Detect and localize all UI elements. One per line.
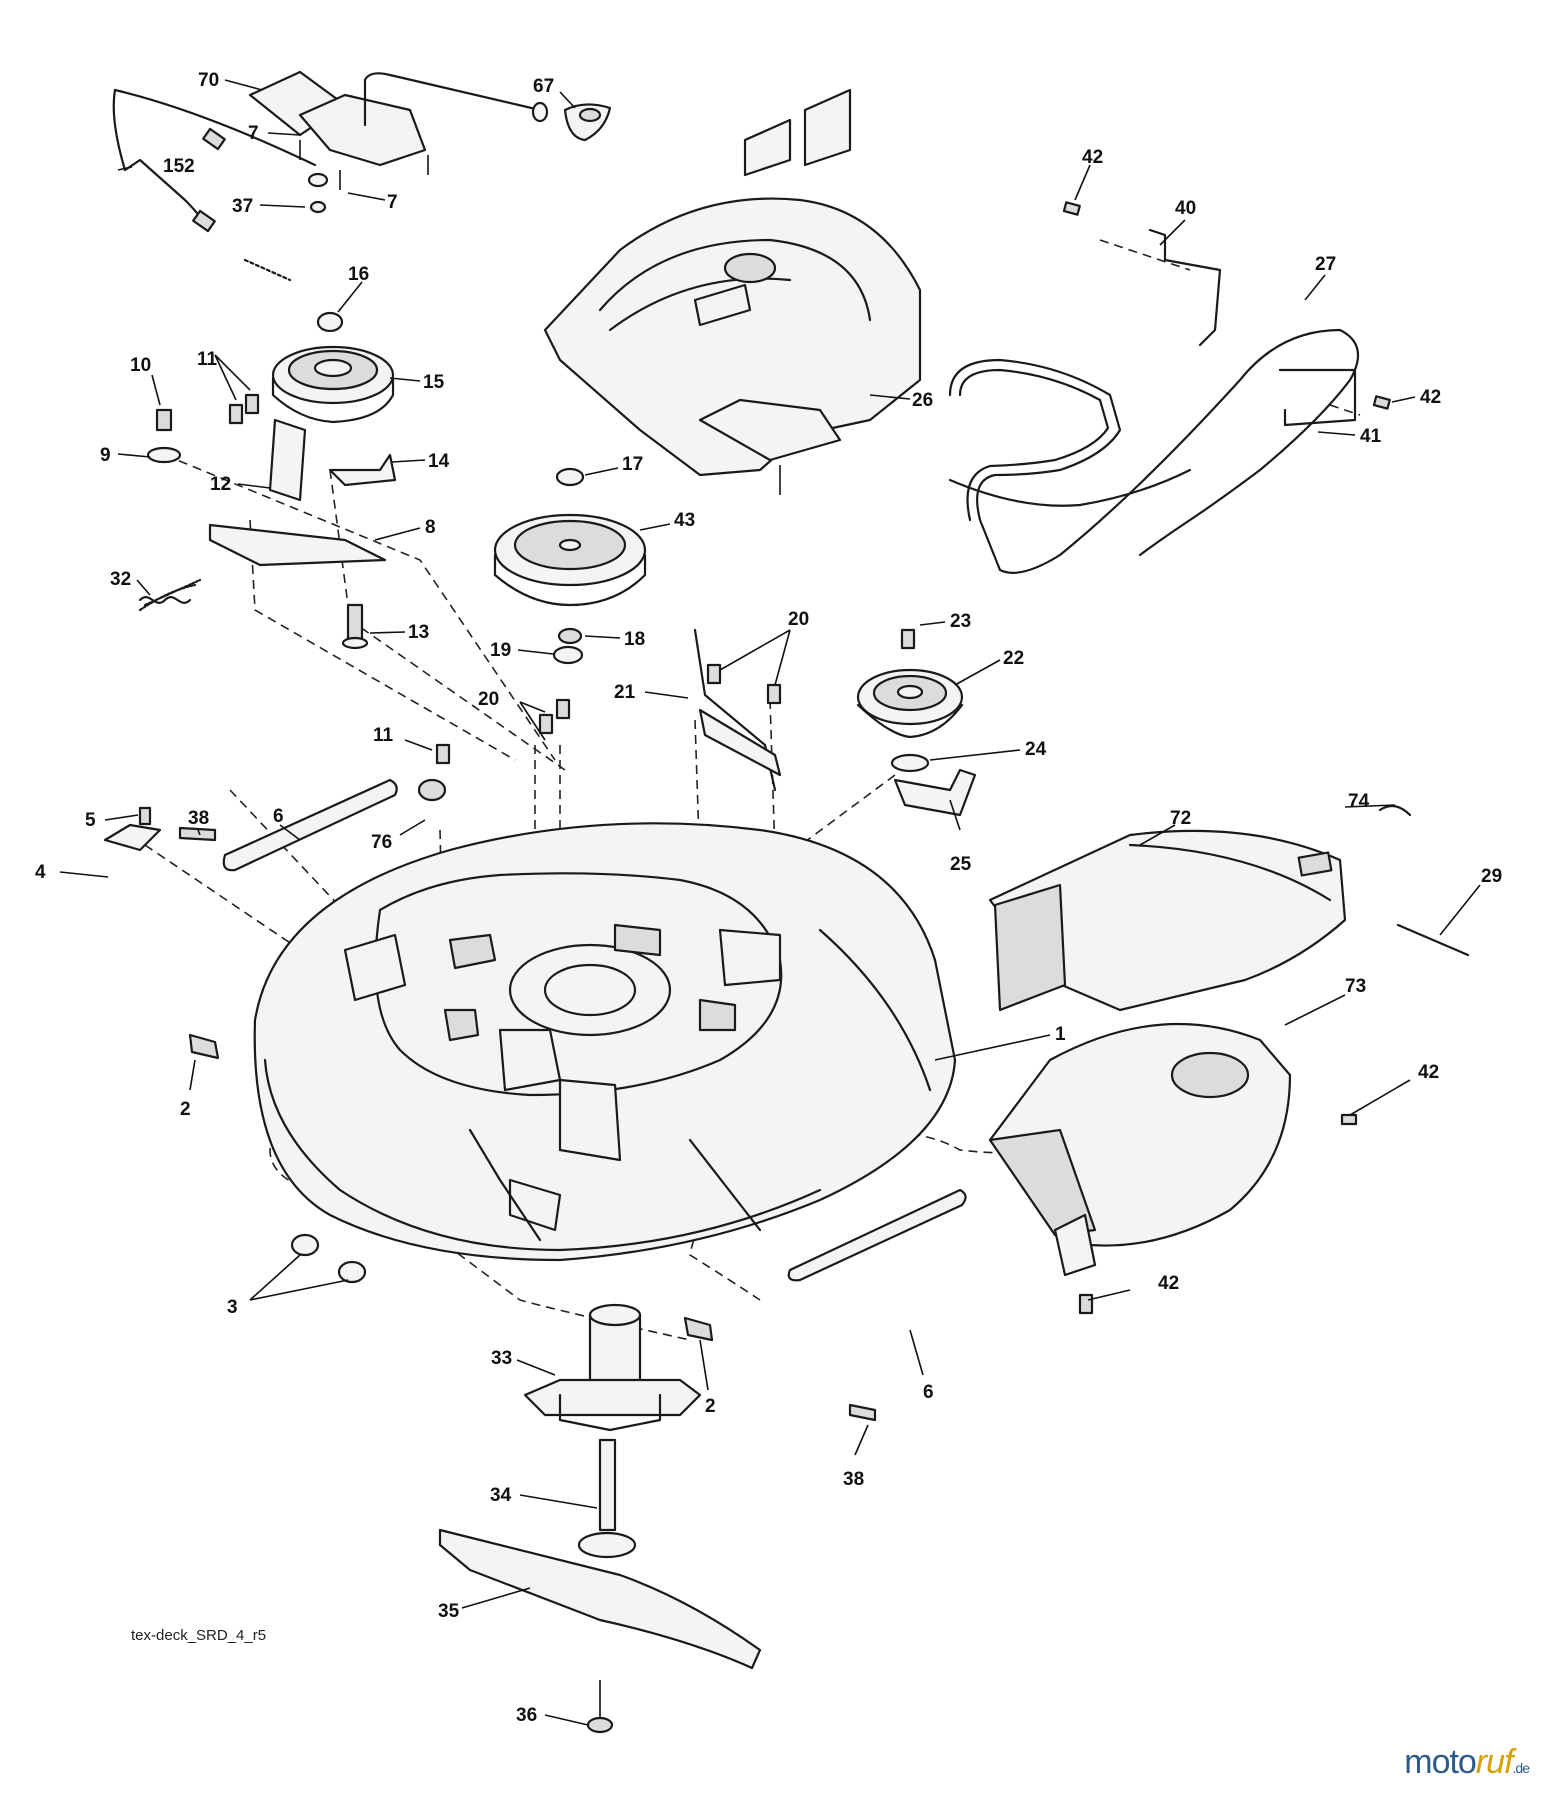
callout-11b: 11: [373, 725, 394, 746]
callout-42c: 42: [1418, 1062, 1439, 1083]
callout-24: 24: [1025, 739, 1047, 760]
callout-72: 72: [1170, 808, 1191, 829]
callout-17: 17: [622, 454, 643, 475]
callout-43: 43: [674, 510, 695, 531]
watermark-logo: motoruf.de: [1404, 1743, 1530, 1782]
callout-73: 73: [1345, 976, 1366, 997]
callout-20b: 20: [788, 609, 809, 630]
callout-14: 14: [428, 451, 450, 472]
watermark-suffix: .de: [1512, 1760, 1530, 1776]
discharge-chute-assembly: [988, 804, 1470, 1315]
idler-pulley-assembly: [138, 311, 397, 650]
callout-25: 25: [950, 854, 972, 875]
callout-38a: 38: [188, 808, 209, 829]
callout-10: 10: [130, 355, 151, 376]
callout-6a: 6: [273, 806, 284, 827]
drive-belt-and-guides: [948, 201, 1391, 1126]
callout-42d: 42: [1158, 1273, 1179, 1294]
callout-2a: 2: [180, 1099, 191, 1120]
callout-13: 13: [408, 622, 429, 643]
callout-20a: 20: [478, 689, 499, 710]
callout-40: 40: [1175, 198, 1196, 219]
callout-152: 152: [163, 156, 195, 177]
callout-29: 29: [1481, 866, 1502, 887]
callout-38b: 38: [843, 1469, 864, 1490]
callout-42a: 42: [1082, 147, 1103, 168]
callout-6b: 6: [923, 1382, 934, 1403]
callout-11a: 11: [197, 349, 218, 370]
watermark-main: moto: [1404, 1743, 1477, 1781]
lift-lever-assembly: [112, 70, 612, 282]
callout-26: 26: [912, 390, 933, 411]
callout-36: 36: [516, 1705, 537, 1726]
callout-35: 35: [438, 1601, 460, 1622]
callout-12: 12: [210, 474, 231, 495]
callout-32: 32: [110, 569, 131, 590]
spindle-pulley-stack: [493, 467, 647, 665]
callout-21: 21: [614, 682, 636, 703]
callout-5: 5: [85, 810, 96, 831]
spindle-and-blade: [438, 1303, 762, 1734]
callout-70: 70: [198, 70, 219, 91]
callout-33: 33: [491, 1348, 512, 1369]
callout-1: 1: [1055, 1024, 1066, 1045]
mower-deck-housing: [253, 822, 957, 1262]
callout-labels: 70 67 7 152 7 37 16 10 11 15 9 12 14 8 3…: [35, 70, 1502, 1726]
belt-cover: [543, 88, 922, 495]
callout-76: 76: [371, 832, 392, 853]
diagram-code: tex-deck_SRD_4_r5: [131, 1627, 267, 1644]
callout-8: 8: [425, 517, 436, 538]
callout-15: 15: [423, 372, 445, 393]
callout-41: 41: [1360, 426, 1382, 447]
callout-67: 67: [533, 76, 554, 97]
callout-7a: 7: [248, 123, 259, 144]
callout-4: 4: [35, 862, 46, 883]
callout-19: 19: [490, 640, 511, 661]
callout-27: 27: [1315, 254, 1336, 275]
front-hangers: [103, 778, 967, 1422]
watermark-accent: ruf: [1475, 1743, 1514, 1781]
callout-18: 18: [624, 629, 645, 650]
deck-hardware: [188, 1033, 714, 1342]
callout-34: 34: [490, 1485, 512, 1506]
callout-16: 16: [348, 264, 369, 285]
idler-arm-assembly: [417, 628, 977, 817]
callout-9: 9: [100, 445, 111, 466]
callout-23: 23: [950, 611, 971, 632]
callout-7b: 7: [387, 192, 398, 213]
callout-2b: 2: [705, 1396, 716, 1417]
callout-42b: 42: [1420, 387, 1441, 408]
callout-22: 22: [1003, 648, 1024, 669]
callout-74: 74: [1348, 791, 1370, 812]
callout-37: 37: [232, 196, 253, 217]
callout-3: 3: [227, 1297, 238, 1318]
